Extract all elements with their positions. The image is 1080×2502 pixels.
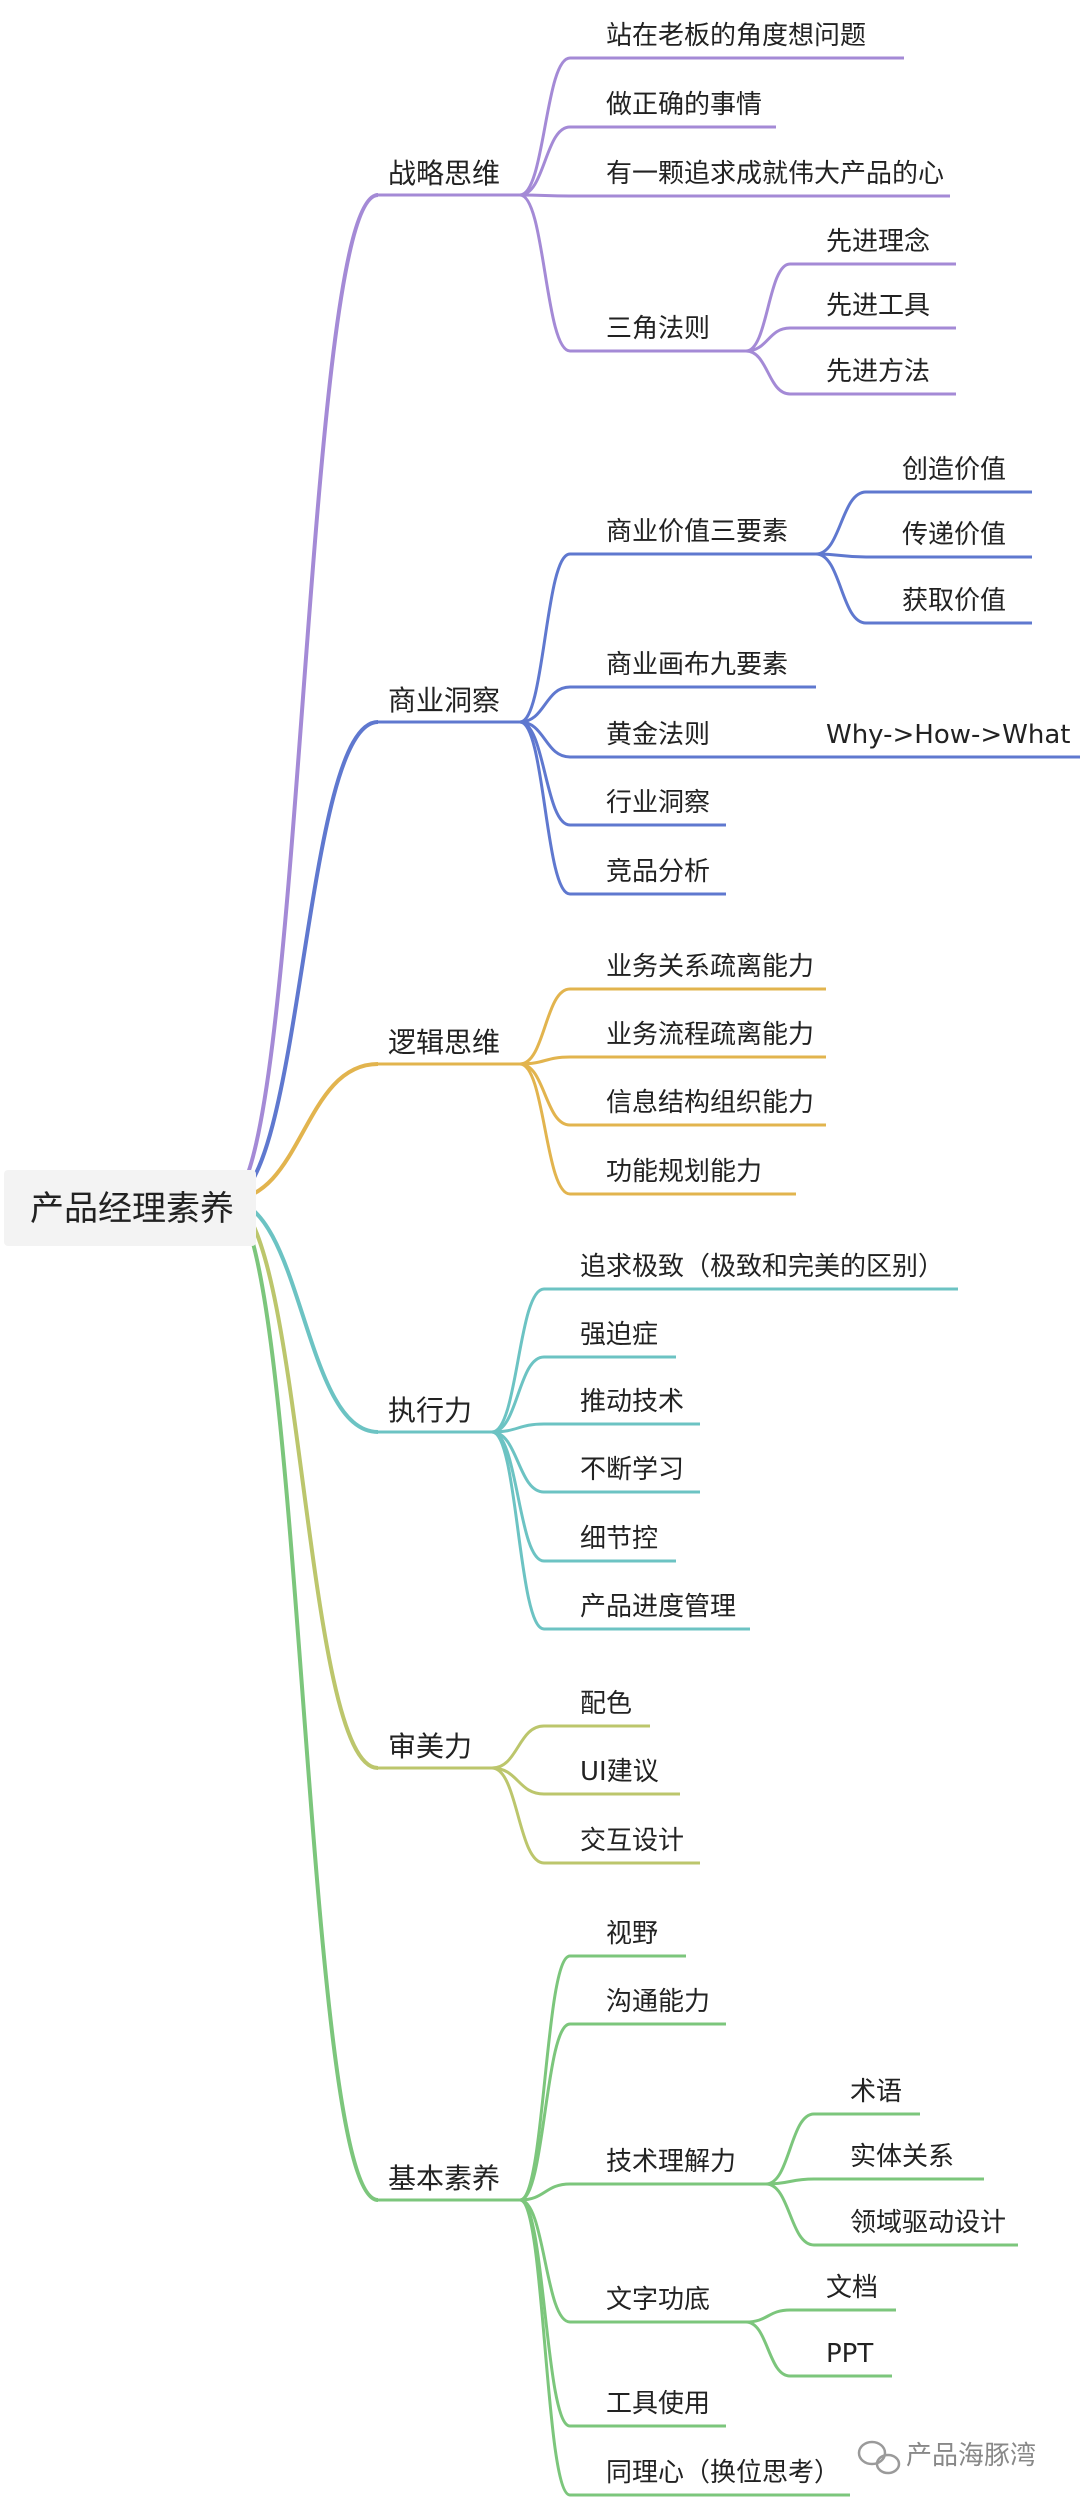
subtopic-node-business[interactable]: Why->How->What [826, 720, 1071, 750]
topic-node-execution[interactable]: 产品进度管理 [580, 1592, 736, 1622]
topic-node-logic[interactable]: 功能规划能力 [606, 1157, 762, 1187]
child-connector-logic [519, 1062, 571, 1127]
child-connector-logic [519, 987, 571, 1066]
child-connector-basics [519, 2022, 571, 2202]
topic-node-logic[interactable]: 业务关系疏离能力 [606, 952, 814, 982]
subtopic-node-basics[interactable]: 实体关系 [850, 2142, 954, 2172]
topic-node-aesthetics[interactable]: UI建议 [580, 1757, 659, 1787]
child-connector-business [519, 552, 571, 724]
child-connector-basics [519, 2198, 571, 2428]
subtopic-connector-business [815, 552, 867, 625]
topic-node-basics[interactable]: 工具使用 [606, 2389, 710, 2419]
subtopic-connector-basics [745, 2308, 791, 2324]
child-connector-business [519, 720, 571, 896]
topic-node-business[interactable]: 黄金法则 [606, 720, 710, 750]
child-connector-execution [491, 1355, 545, 1434]
category-node-basics[interactable]: 基本素养 [388, 2162, 500, 2195]
subtopic-node-strategy[interactable]: 先进理念 [826, 227, 930, 257]
subtopic-node-business[interactable]: 创造价值 [902, 455, 1006, 485]
root-node-label: 产品经理素养 [30, 1189, 234, 1229]
topic-node-aesthetics[interactable]: 交互设计 [580, 1826, 684, 1856]
subtopic-node-basics[interactable]: PPT [826, 2339, 873, 2369]
child-connector-business [519, 720, 571, 759]
topic-node-logic[interactable]: 业务流程疏离能力 [606, 1020, 814, 1050]
topic-node-logic[interactable]: 信息结构组织能力 [606, 1088, 814, 1118]
child-connector-logic [519, 1062, 571, 1196]
category-node-logic[interactable]: 逻辑思维 [388, 1026, 500, 1059]
topic-node-strategy[interactable]: 三角法则 [606, 314, 710, 344]
topic-node-business[interactable]: 商业价值三要素 [606, 517, 788, 547]
subtopic-connector-basics [745, 2320, 791, 2378]
child-connector-aesthetics [491, 1724, 545, 1770]
root-node[interactable]: 产品经理素养 [4, 1170, 256, 1246]
topic-node-business[interactable]: 商业画布九要素 [606, 650, 788, 680]
watermark-label: 产品海豚湾 [906, 2441, 1036, 2471]
child-connector-execution [491, 1287, 545, 1434]
subtopic-node-basics[interactable]: 术语 [850, 2077, 902, 2107]
child-connector-strategy [519, 125, 571, 197]
topic-node-basics[interactable]: 技术理解力 [606, 2147, 736, 2177]
category-node-strategy[interactable]: 战略思维 [388, 157, 500, 190]
subtopic-connector-business [815, 490, 867, 556]
topic-node-execution[interactable]: 细节控 [580, 1524, 658, 1554]
topic-node-strategy[interactable]: 站在老板的角度想问题 [606, 21, 866, 51]
child-connector-execution [491, 1430, 545, 1631]
topic-node-aesthetics[interactable]: 配色 [580, 1689, 632, 1719]
child-connector-basics [519, 1954, 571, 2202]
subtopic-node-business[interactable]: 传递价值 [902, 520, 1006, 550]
subtopic-connector-basics [765, 2112, 815, 2186]
subtopic-connector-strategy [745, 349, 791, 396]
subtopic-node-strategy[interactable]: 先进方法 [826, 357, 930, 387]
child-connector-basics [519, 2182, 571, 2202]
subtopic-node-basics[interactable]: 文档 [826, 2273, 878, 2303]
topic-node-execution[interactable]: 不断学习 [580, 1455, 684, 1485]
branch-connector-basics [227, 1198, 379, 2202]
child-connector-strategy [519, 56, 571, 197]
topic-node-basics[interactable]: 视野 [606, 1919, 658, 1949]
topic-node-business[interactable]: 行业洞察 [606, 788, 710, 818]
topic-node-strategy[interactable]: 做正确的事情 [606, 90, 762, 120]
subtopic-connector-strategy [745, 326, 791, 353]
subtopic-node-strategy[interactable]: 先进工具 [826, 291, 930, 321]
topic-node-execution[interactable]: 强迫症 [580, 1320, 658, 1350]
category-node-business[interactable]: 商业洞察 [388, 684, 500, 717]
topic-node-basics[interactable]: 沟通能力 [606, 1987, 710, 2017]
wechat-icon [857, 2440, 901, 2475]
child-connector-basics [519, 2198, 571, 2324]
child-connector-strategy [519, 193, 571, 353]
child-connector-strategy [519, 193, 571, 198]
topic-node-business[interactable]: 竞品分析 [606, 857, 710, 887]
topic-node-basics[interactable]: 同理心（换位思考） [606, 2458, 840, 2488]
topic-node-execution[interactable]: 追求极致（极致和完美的区别） [580, 1252, 944, 1282]
child-connector-business [519, 685, 571, 724]
topic-node-execution[interactable]: 推动技术 [580, 1387, 684, 1417]
subtopic-connector-basics [765, 2182, 815, 2247]
subtopic-node-basics[interactable]: 领域驱动设计 [850, 2208, 1006, 2238]
subtopic-connector-strategy [745, 262, 791, 353]
topic-node-basics[interactable]: 文字功底 [606, 2285, 710, 2315]
root-node-background [4, 1170, 256, 1246]
subtopic-node-business[interactable]: 获取价值 [902, 586, 1006, 616]
child-connector-aesthetics [491, 1766, 545, 1865]
topic-node-strategy[interactable]: 有一颗追求成就伟大产品的心 [606, 159, 944, 189]
category-node-execution[interactable]: 执行力 [388, 1394, 472, 1427]
watermark: 产品海豚湾 [857, 2440, 1036, 2475]
category-node-aesthetics[interactable]: 审美力 [388, 1730, 472, 1763]
child-connector-basics [519, 2198, 571, 2497]
branch-connector-strategy [227, 193, 379, 1202]
